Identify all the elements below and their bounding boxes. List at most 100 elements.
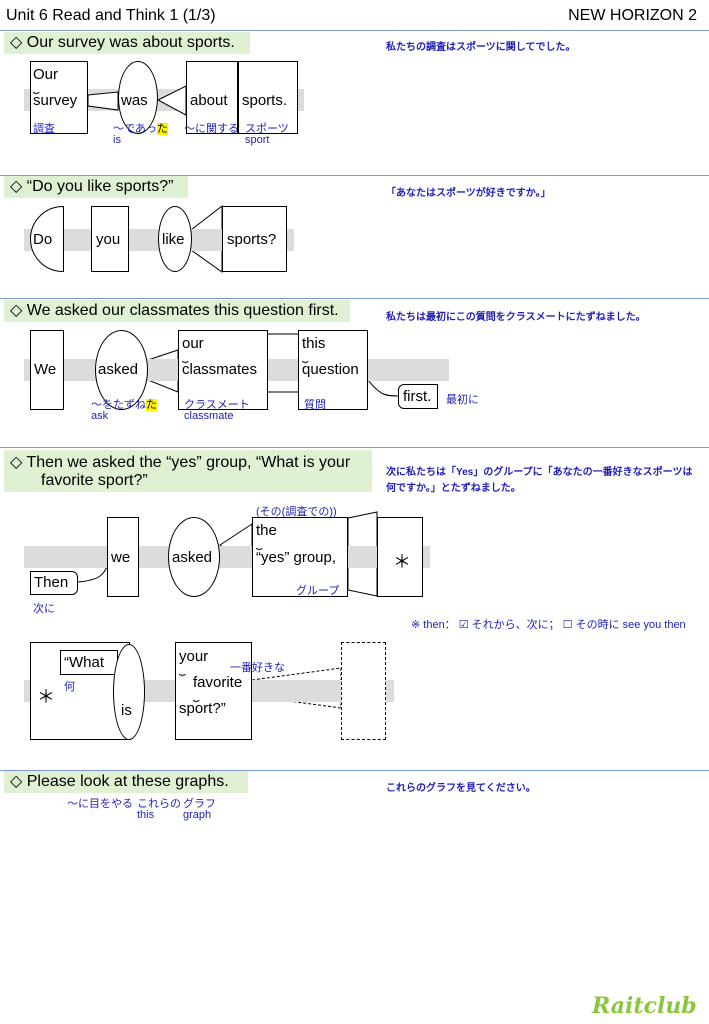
modifier-brace: ⏟ [179,664,186,676]
sentence-4-bg [4,450,372,492]
gloss-classmates: クラスメート [184,399,250,411]
word-sport: sport?” [179,700,226,717]
object-box [252,517,348,597]
gloss-look: ～に目をやる [67,798,133,810]
preposition-box [186,61,238,134]
adverb-box [398,384,438,409]
gloss-sports-en: sport [245,134,270,146]
word-what: “What [64,654,105,671]
translation-1: 私たちの調査はスポーツに関してでした。 [386,42,576,53]
adverb-box [30,571,78,595]
divider [0,30,709,31]
translation-5: これらのグラフを見てください。 [386,783,536,794]
word-our: our [182,335,204,352]
gloss-survey: 調査 [33,123,55,135]
word-is: is [121,702,132,719]
modifier-brace: ⏟ [193,690,200,702]
star-marker-2: ＊ [37,687,55,707]
object-box-1 [178,330,268,410]
divider [0,298,709,299]
gloss-first: 最初に [446,394,479,406]
empty-slot-box [341,642,386,740]
word-do: Do [33,231,53,248]
word-you: you [96,231,121,248]
gloss-question: 質問 [304,399,326,411]
word-this: this [302,335,326,352]
gloss-sono: (その(調査での)) [256,506,337,518]
object-box [238,61,298,134]
word-like: like [162,231,185,248]
page-title-left: Unit 6 Read and Think 1 (1/3) [6,7,216,24]
word-classmates: classmates [182,361,258,378]
word-yes-group: “yes” group, [256,549,337,566]
divider [0,770,709,771]
verb-ellipse [118,61,158,134]
gloss-what: 何 [64,681,75,693]
raitclub-logo: Raitclub [592,993,697,1019]
word-we: We [34,361,57,378]
translation-4-line1: 次に私たちは「Yes」のグループに「あなたの一番好きなスポーツは [386,467,693,478]
translation-2: 「あなたはスポーツが好きですか。」 [386,188,551,199]
page-title-right: NEW HORIZON 2 [568,7,697,24]
word-survey: survey [33,92,78,109]
word-about: about [190,92,228,109]
verb-ellipse [168,517,220,597]
sentence-1: ◇ Our survey was about sports. [4,32,250,54]
sentence-4-line2: favorite sport?” [41,472,148,489]
complement-box [175,642,252,740]
gloss-asked: ～をたずねた [91,399,157,411]
gloss-about: ～に関する [184,123,239,135]
word-sports: sports. [242,92,288,109]
modifier-brace: ⏟ [33,82,40,94]
word-was: was [121,92,148,109]
word-your: your [179,648,209,665]
gloss-graphs-en: graph [183,809,212,821]
gloss-then: 次に [33,603,55,615]
gloss-these: これらの [137,798,181,810]
gloss-asked-en: ask [91,410,109,422]
word-sports: sports? [227,231,277,248]
gloss-favorite: 一番好きな [230,662,285,674]
gloss-sports: スポーツ [245,123,289,135]
gloss-graphs: グラフ [183,798,216,810]
subject-box [91,206,129,272]
object-box-2 [298,330,368,410]
verb-ellipse [95,330,148,410]
gloss-was-en: is [113,134,121,146]
modifier-brace: ⏟ [182,351,189,363]
modifier-brace: ⏟ [256,538,263,550]
gloss-these-en: this [137,809,155,821]
gloss-was: ～であった [113,123,168,135]
note-then: ※ then： ☑ それから、次に； ☐ その時に see you then [411,619,686,631]
gloss-classmates-en: classmate [184,410,234,422]
quote-object-box [377,517,423,597]
verb-ellipse [113,644,145,740]
subject-box [30,61,88,134]
modifier-brace: ⏟ [302,351,309,363]
star-marker: ＊ [393,552,411,572]
subject-box [107,517,139,597]
sentence-4-line1: ◇ Then we asked the “yes” group, “What i… [10,454,351,471]
word-asked: asked [98,361,139,378]
word-first: first. [403,388,432,405]
object-box [222,206,287,272]
divider [0,447,709,448]
gloss-group: グループ [296,585,340,597]
word-asked: asked [172,549,213,566]
word-then: Then [34,574,69,591]
word-question: question [302,361,359,378]
divider [0,175,709,176]
what-box [60,650,118,675]
word-our: Our [33,66,59,83]
word-favorite: favorite [193,674,243,691]
sentence-5: ◇ Please look at these graphs. [4,771,248,793]
word-the: the [256,522,277,539]
subject-box [30,330,64,410]
translation-3: 私たちは最初にこの質問をクラスメートにたずねました。 [386,312,646,323]
sentence-2: ◇ “Do you like sports?” [4,176,188,198]
sentence-3: ◇ We asked our classmates this question … [4,300,350,322]
base-line [24,546,430,568]
verb-ellipse [158,206,192,272]
word-we: we [111,549,131,566]
